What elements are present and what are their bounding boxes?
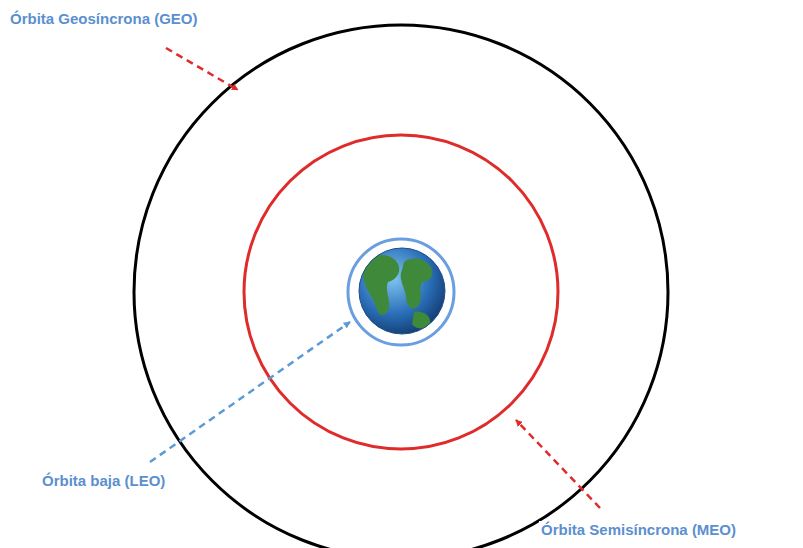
orbit-label: Órbita baja (LEO) <box>40 472 167 490</box>
leo-orbit <box>348 239 454 345</box>
orbit-label: Órbita Semisíncrona (MEO) <box>539 521 738 539</box>
leader-arrow <box>516 420 600 508</box>
orbit-label: Órbita Geosíncrona (GEO) <box>8 10 200 28</box>
leader-arrow <box>150 322 350 462</box>
meo-orbit <box>244 135 558 449</box>
earth <box>359 248 445 334</box>
leader-arrow <box>166 48 238 90</box>
geo-orbit <box>134 25 668 548</box>
